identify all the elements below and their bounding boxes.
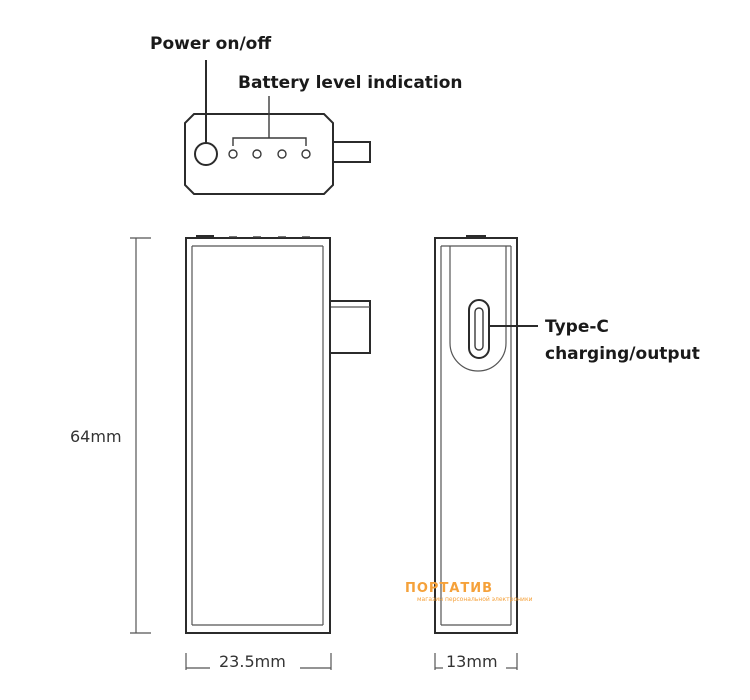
watermark-logo: ПОРТАТИВ магазин персональной электроник…: [405, 581, 533, 603]
side-view: [434, 235, 518, 634]
top-view-plug: [332, 141, 371, 163]
front-view-plug: [329, 300, 371, 354]
height-dim-label: 64mm: [70, 427, 122, 446]
typec-port-inner: [474, 307, 484, 351]
battery-led-1: [228, 149, 238, 159]
front-view: [185, 235, 371, 634]
battery-led-4: [301, 149, 311, 159]
typec-port-icon: [468, 299, 490, 359]
side-view-body: [434, 237, 518, 634]
front-view-body: [185, 237, 331, 634]
top-view-body: [184, 113, 334, 195]
battery-led-2: [252, 149, 262, 159]
battery-label: Battery level indication: [238, 73, 463, 93]
width-dimension: 23.5mm: [185, 652, 332, 671]
power-callout: Power on/off: [150, 34, 271, 143]
side-recess-panel: [449, 246, 507, 372]
width-dim-label: 23.5mm: [219, 652, 286, 671]
power-label: Power on/off: [150, 34, 271, 54]
battery-led-3: [277, 149, 287, 159]
height-dimension: 64mm: [70, 237, 151, 634]
depth-dim-label: 13mm: [446, 652, 498, 671]
depth-dimension: 13mm: [434, 652, 518, 671]
top-view: [184, 113, 371, 195]
watermark-subtitle: магазин персональной электроники: [417, 596, 533, 603]
watermark-title: ПОРТАТИВ: [405, 581, 493, 596]
typec-label-line1: Type-C: [545, 317, 609, 337]
typec-callout: Type-C charging/output: [489, 317, 700, 364]
battery-callout: Battery level indication: [232, 73, 463, 146]
typec-label-line2: charging/output: [545, 344, 700, 364]
